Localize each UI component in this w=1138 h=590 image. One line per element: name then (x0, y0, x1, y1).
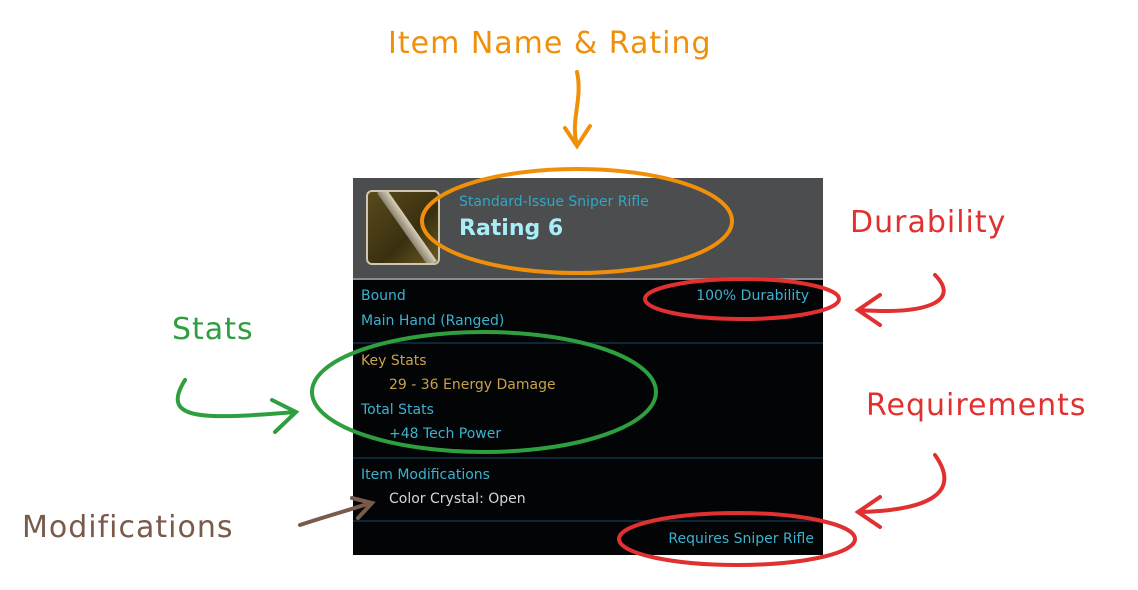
annotation-name-rating: Item Name & Rating (388, 26, 712, 61)
key-stats-label: Key Stats (361, 353, 427, 369)
divider (353, 520, 823, 522)
requirements-arrow (854, 453, 947, 529)
total-stat: +48 Tech Power (389, 426, 502, 442)
mods-label: Item Modifications (361, 467, 490, 483)
item-rating: Rating 6 (459, 216, 564, 241)
annotation-durability: Durability (850, 205, 1007, 240)
sniper-rifle-icon (366, 190, 440, 265)
name-rating-ellipse (420, 167, 734, 275)
annotation-requirements: Requirements (866, 388, 1087, 423)
item-name: Standard-Issue Sniper Rifle (459, 194, 649, 210)
modifications-arrow (298, 496, 376, 527)
binding: Bound (361, 288, 406, 304)
annotation-stats: Stats (172, 312, 254, 347)
durability: 100% Durability (696, 288, 809, 304)
item-tooltip: Standard-Issue Sniper Rifle Rating 6 Bou… (353, 178, 823, 555)
durability-ellipse (643, 277, 841, 321)
tooltip-header: Standard-Issue Sniper Rifle Rating 6 (353, 178, 823, 280)
total-stats-label: Total Stats (361, 402, 434, 418)
key-stat: 29 - 36 Energy Damage (389, 377, 556, 393)
slot: Main Hand (Ranged) (361, 313, 505, 329)
stats-ellipse (310, 330, 658, 454)
name-rating-arrow (563, 70, 592, 150)
stats-arrow (175, 378, 300, 434)
durability-arrow (854, 273, 946, 327)
requirement: Requires Sniper Rifle (668, 531, 814, 547)
mod-color-crystal: Color Crystal: Open (389, 491, 526, 507)
requirements-ellipse (617, 511, 857, 567)
annotation-modifications: Modifications (22, 510, 234, 545)
divider (353, 457, 823, 459)
